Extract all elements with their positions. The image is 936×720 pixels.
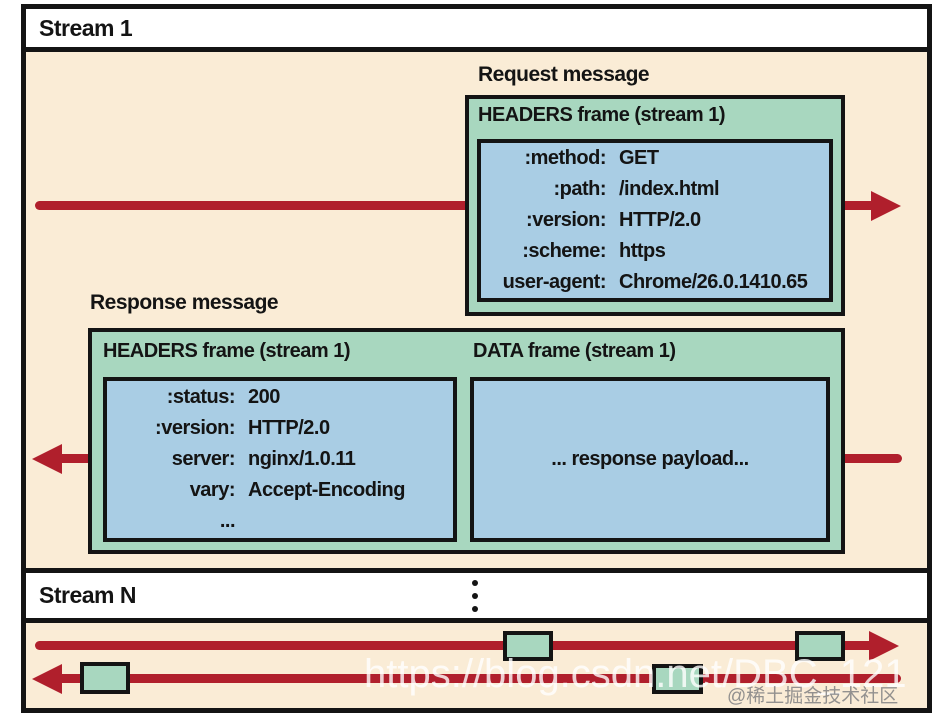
frame-chip (80, 662, 130, 694)
response-message-label: Response message (90, 291, 279, 314)
header-key: :status: (166, 386, 236, 408)
response-payload-text: ... response payload... (551, 448, 749, 470)
header-key: server: (171, 448, 236, 470)
response-arrowhead-icon (32, 444, 62, 474)
header-value: GET (619, 147, 659, 169)
vertical-ellipsis-icon (470, 568, 480, 623)
header-value: nginx/1.0.11 (248, 448, 356, 470)
frame-chip (652, 664, 703, 694)
header-value: HTTP/2.0 (619, 209, 701, 231)
streamN-request-arrow-line (35, 641, 869, 650)
stream1-title-bar: Stream 1 (26, 9, 927, 52)
response-frames-group: HEADERS frame (stream 1) :status: 200 :ve… (88, 328, 845, 554)
request-arrow-line (35, 201, 873, 210)
header-value: 200 (248, 386, 280, 408)
frame-chip (795, 631, 845, 661)
response-arrow-line-right (845, 454, 902, 463)
request-arrowhead-icon (871, 191, 901, 221)
response-data-frame-title: DATA frame (stream 1) (473, 340, 676, 362)
header-value: /index.html (619, 178, 720, 200)
watermark-url: https://blog.csdn.net/DBC_121 (364, 652, 907, 696)
request-headers-frame-title: HEADERS frame (stream 1) (478, 104, 725, 126)
frame-chip (503, 631, 553, 661)
stream1-title: Stream 1 (39, 14, 133, 41)
header-value: https (619, 240, 666, 262)
header-key: :method: (524, 147, 606, 169)
request-headers-list: :method: GET :path: /index.html :version: H… (503, 143, 808, 298)
streamN-title: Stream N (39, 582, 136, 608)
watermark-community: @稀土掘金技术社区 (727, 686, 899, 707)
header-key: vary: (189, 479, 236, 501)
header-value: HTTP/2.0 (248, 417, 330, 439)
request-headers-panel: :method: GET :path: /index.html :version: H… (477, 139, 833, 302)
header-value: Chrome/26.0.1410.65 (619, 271, 808, 293)
streamN-response-arrow-line (61, 674, 901, 683)
request-headers-frame: HEADERS frame (stream 1) :method: GET :pa… (465, 95, 845, 316)
response-headers-panel: :status: 200 :version: HTTP/2.0 server: ngi… (103, 377, 457, 542)
header-key: :path: (553, 178, 606, 200)
streamN-response-arrowhead-icon (32, 664, 62, 694)
header-value (248, 506, 405, 537)
header-key: :version: (526, 209, 606, 231)
header-key: :version: (155, 417, 235, 439)
streamN-request-arrowhead-icon (869, 631, 899, 661)
response-arrow-line-left (61, 454, 91, 463)
header-key: ... (219, 510, 236, 532)
header-key: :scheme: (522, 240, 606, 262)
request-message-label: Request message (478, 63, 650, 86)
header-value: Accept-Encoding (248, 479, 405, 501)
header-key: user-agent: (502, 271, 607, 293)
http2-stream-diagram: Stream 1 Request message HEADERS frame (… (21, 4, 932, 713)
response-headers-list: :status: 200 :version: HTTP/2.0 server: ngi… (155, 382, 405, 537)
response-data-panel: ... response payload... (470, 377, 830, 542)
response-headers-frame-title: HEADERS frame (stream 1) (103, 340, 350, 362)
